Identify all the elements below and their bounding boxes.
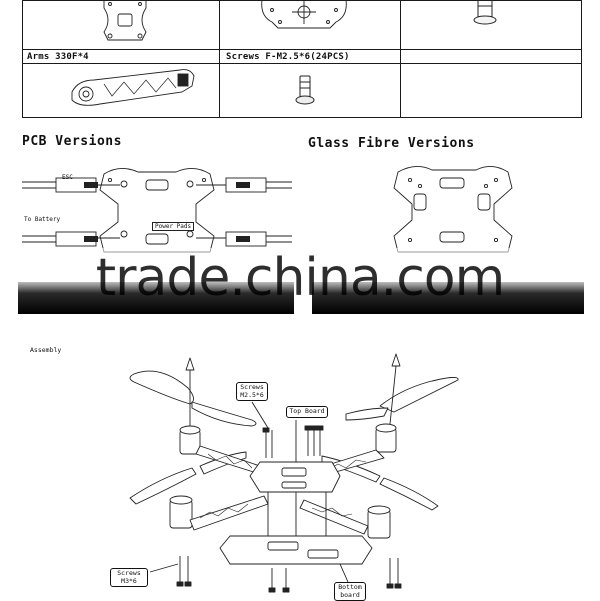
screw-drawing (295, 75, 315, 105)
glass-fibre-versions-title: Glass Fibre Versions (308, 136, 475, 151)
pcb-frame-drawing (22, 168, 292, 253)
callout-screws-m3: Screws M3*6 (110, 568, 148, 587)
watermark-band (0, 248, 600, 282)
table-column-2 (220, 1, 401, 117)
callout-top-board: Top Board (286, 406, 328, 418)
table-row-divider (23, 49, 581, 50)
parts-table: Arms 330F*4 Screws F-M2.5*6(24PCS) (22, 0, 582, 118)
arm-drawing (71, 69, 195, 106)
callout-screws-m25-line2: M2.5*6 (240, 390, 264, 399)
top-screws (262, 425, 324, 458)
motor-rear-right (367, 505, 391, 539)
power-pads-label: Power Pads (152, 222, 195, 231)
parts-table-drawings (71, 0, 497, 106)
motor-front-left (179, 357, 201, 455)
motor-front-right (375, 353, 401, 453)
glass-fibre-frame-drawing (393, 166, 513, 253)
bottom-screws (176, 556, 402, 593)
black-bar-right (312, 282, 584, 314)
table-column-1 (23, 1, 220, 117)
assembly-title: Assembly (30, 346, 62, 354)
motor-rear-left (169, 495, 193, 529)
watermark: trade.china.com (95, 248, 506, 308)
callout-screws-m3-line2: M3*6 (121, 576, 137, 585)
black-bar-left (18, 282, 294, 314)
table-row-divider (23, 63, 581, 64)
arms-label: Arms 330F*4 (27, 52, 89, 62)
callout-bottom-board-line1: Bottom (338, 583, 362, 591)
esc-label: ESC (62, 174, 73, 181)
callout-screws-m3-line1: Screws (117, 569, 141, 577)
to-battery-label: To Battery (24, 216, 61, 223)
bottom-plate-drawing (103, 0, 147, 41)
standoff-drawing (473, 0, 497, 25)
screws-f-label: Screws F-M2.5*6(24PCS) (226, 52, 350, 62)
callout-bottom-board: Bottom board (334, 582, 366, 601)
callout-bottom-board-line2: board (340, 590, 360, 599)
assembly-drawing (129, 353, 459, 593)
callout-screws-m25: Screws M2.5*6 (236, 382, 268, 401)
pcb-versions-title: PCB Versions (22, 134, 122, 149)
top-plate-drawing (261, 0, 347, 29)
callout-screws-m25-line1: Screws (240, 383, 264, 391)
